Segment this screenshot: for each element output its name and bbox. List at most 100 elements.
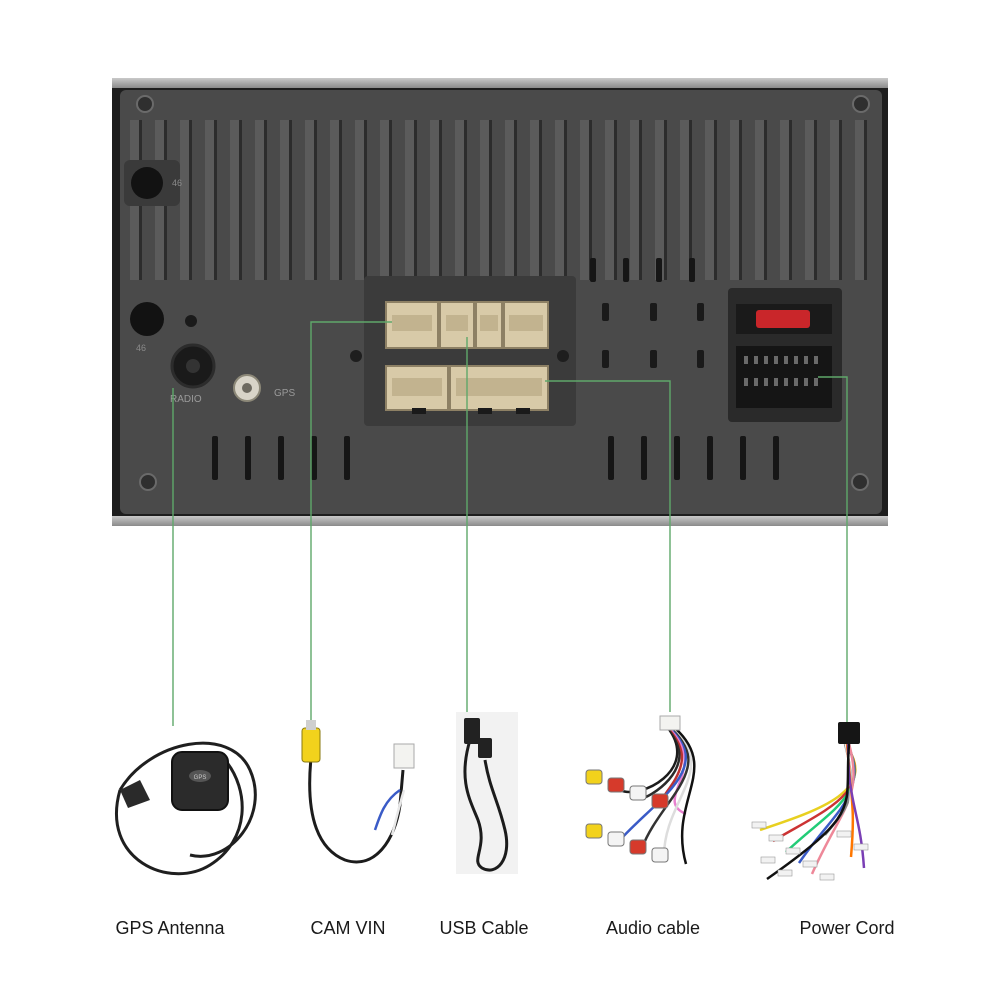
leader-line-audio [545, 380, 671, 712]
fin-shadow [414, 120, 417, 280]
vent-slot [656, 258, 662, 282]
cam-vin-image [301, 720, 415, 864]
pin [764, 356, 768, 364]
fin-shadow [264, 120, 267, 280]
fin [680, 120, 689, 280]
wire-tag [819, 873, 835, 881]
fin [480, 120, 489, 280]
gps-plug [120, 780, 150, 808]
fuse [756, 310, 810, 328]
audio-plug [659, 715, 681, 731]
label-power-cord: Power Cord [799, 918, 895, 938]
pin [754, 356, 758, 364]
fin [655, 120, 664, 280]
fin [580, 120, 589, 280]
fin-shadow [289, 120, 292, 280]
rca-plug [629, 785, 647, 801]
power-plug [838, 722, 860, 744]
fin [605, 120, 614, 280]
wire-tag [760, 856, 776, 864]
pin [744, 356, 748, 364]
vent-slot [590, 258, 596, 282]
unit-top-rim [112, 78, 888, 88]
fin [505, 120, 514, 280]
wire-tag [802, 860, 818, 868]
fin-shadow [364, 120, 367, 280]
center-connector-bay [350, 276, 576, 426]
fin-shadow [214, 120, 217, 280]
fin-shadow [764, 120, 767, 280]
vent-slot [311, 436, 317, 480]
fin [205, 120, 214, 280]
fin-shadow [464, 120, 467, 280]
corner-screws [136, 95, 870, 491]
knockout-marking: 46 [172, 178, 182, 188]
pin [804, 356, 808, 364]
wire-tag [785, 847, 801, 855]
screw-icon [136, 95, 154, 113]
usb-plug [464, 718, 480, 744]
leader-lines [172, 321, 848, 726]
vent-slot [608, 436, 614, 480]
pin [774, 356, 778, 364]
wire-tag [836, 830, 852, 838]
fin [305, 120, 314, 280]
vent-slot [707, 436, 713, 480]
fin [780, 120, 789, 280]
leader-line-power [818, 376, 848, 722]
audio-wire [662, 727, 693, 857]
label-usb-cable: USB Cable [439, 918, 529, 938]
fin-shadow [189, 120, 192, 280]
power-socket [736, 346, 832, 408]
power-connector [728, 288, 842, 422]
vent-slot [740, 436, 746, 480]
fin-shadow [739, 120, 742, 280]
fin [280, 120, 289, 280]
rca-plug [607, 777, 625, 793]
fin-shadow [514, 120, 517, 280]
usb-cable-wire [463, 739, 509, 872]
pin [804, 378, 808, 386]
fin-shadow [789, 120, 792, 280]
fin-shadow [239, 120, 242, 280]
fin [405, 120, 414, 280]
audio-wire [619, 727, 687, 841]
knockout-hole [131, 167, 163, 199]
rca-plug [651, 847, 669, 863]
radio-marking: RADIO [170, 394, 202, 405]
fin [380, 120, 389, 280]
usb-cable-image [456, 712, 518, 874]
audio-wire [674, 727, 696, 865]
fin-shadow [814, 120, 817, 280]
fin [830, 120, 839, 280]
small-hole [185, 315, 197, 327]
fin-shadow [564, 120, 567, 280]
power-wire [766, 743, 851, 881]
knockout-hole [130, 302, 164, 336]
fin-shadow [314, 120, 317, 280]
fin-shadow [339, 120, 342, 280]
fin [755, 120, 764, 280]
audio-cable-image [585, 715, 696, 865]
label-cam-vin: CAM VIN [310, 918, 386, 938]
screw-icon [851, 473, 869, 491]
pin [754, 378, 758, 386]
pin [814, 378, 818, 386]
fin [705, 120, 714, 280]
audio-wire [640, 727, 690, 849]
fin-shadow [389, 120, 392, 280]
vent-slot [245, 436, 251, 480]
screw-icon [139, 473, 157, 491]
fin [430, 120, 439, 280]
head-unit-back: 46 46 RADIO GPS [112, 78, 888, 526]
fin-shadow [714, 120, 717, 280]
rca-plug [629, 839, 647, 855]
leader-line-cam [310, 321, 392, 726]
fin [805, 120, 814, 280]
cam-plug [393, 743, 415, 769]
fin [855, 120, 864, 280]
fin [255, 120, 264, 280]
fin-shadow [439, 120, 442, 280]
fin [455, 120, 464, 280]
